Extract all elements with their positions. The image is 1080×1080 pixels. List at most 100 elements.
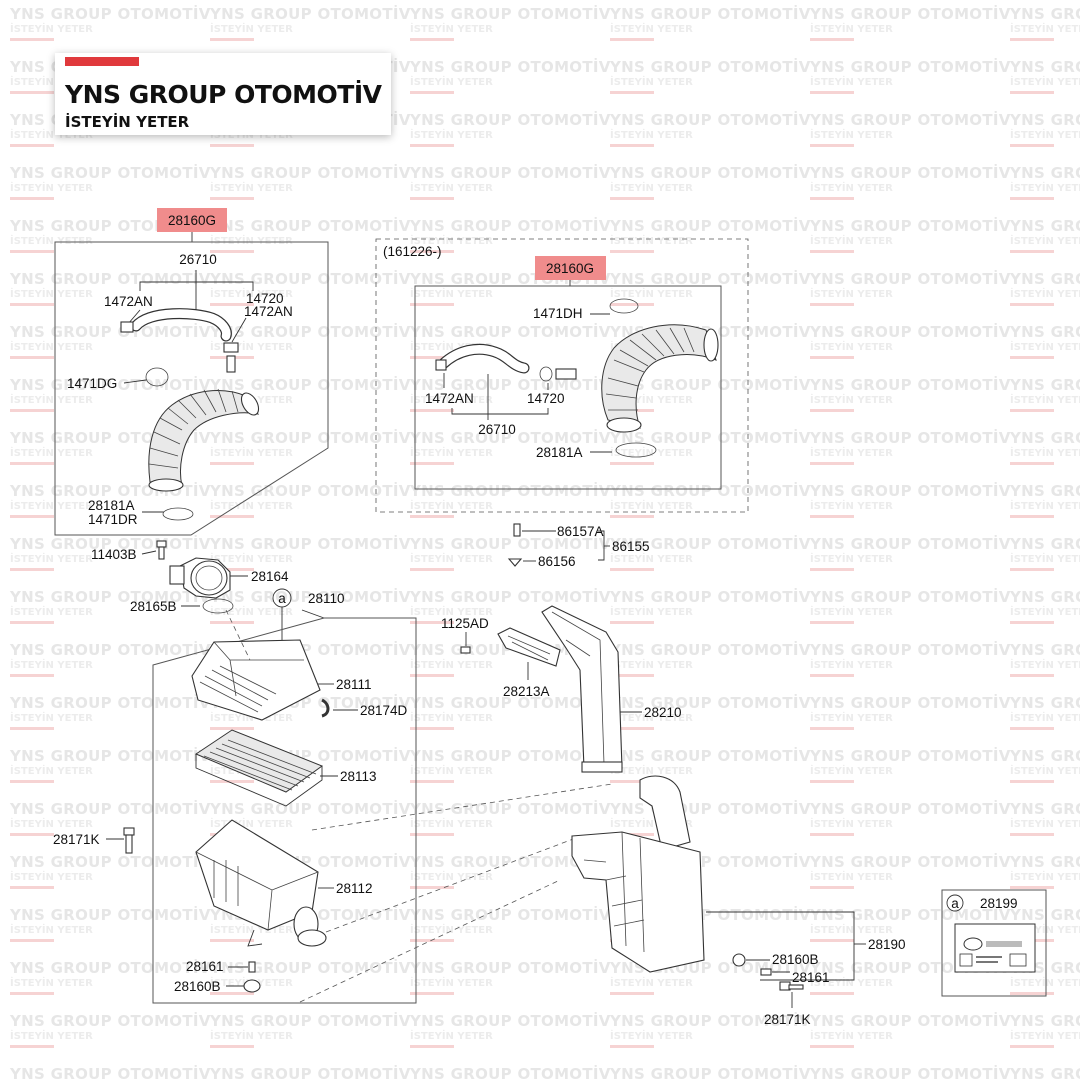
air-filter-element-28113	[194, 729, 324, 807]
watermark-brand: YNS GROUP OTOMOTİV	[1010, 588, 1080, 606]
watermark-tagline: İSTEYİN YETER	[810, 24, 893, 35]
watermark-bar	[10, 780, 54, 783]
watermark-brand: YNS GROUP OTOMOTİV	[610, 588, 811, 606]
right-hose-group: (161226-) 28160G 1471DH 1472AN 14720 267…	[375, 238, 749, 513]
watermark-brand: YNS GROUP OTOMOTİV	[410, 747, 611, 765]
watermark-tagline: İSTEYİN YETER	[410, 819, 493, 830]
watermark-bar	[410, 833, 454, 836]
watermark-tagline: İSTEYİN YETER	[610, 660, 693, 671]
watermark-brand: YNS GROUP OTOMOTİV	[1010, 747, 1080, 765]
watermark-bar	[810, 1045, 854, 1048]
watermark-brand: YNS GROUP OTOMOTİV	[210, 535, 411, 553]
watermark-brand: YNS GROUP OTOMOTİV	[810, 641, 1011, 659]
watermark-tagline: İSTEYİN YETER	[410, 766, 493, 777]
watermark-bar	[810, 250, 854, 253]
variant-dashed-frame	[375, 238, 749, 513]
left-hose-group: 28160G 26710 1472AN 14720 1472AN 1471DG …	[54, 208, 329, 536]
watermark-brand: YNS GROUP OTOMOTİV	[410, 535, 611, 553]
watermark-tagline: İSTEYİN YETER	[1010, 1031, 1080, 1042]
watermark-bar	[410, 515, 454, 518]
watermark-brand: YNS GROUP OTOMOTİV	[610, 1065, 811, 1080]
watermark-bar	[810, 568, 854, 571]
watermark-tagline: İSTEYİN YETER	[10, 1031, 93, 1042]
watermark-bar	[210, 939, 254, 942]
watermark-bar	[210, 38, 254, 41]
watermark-bar	[810, 780, 854, 783]
watermark-brand: YNS GROUP OTOMOTİV	[410, 694, 611, 712]
watermark-bar	[10, 568, 54, 571]
watermark-brand: YNS GROUP OTOMOTİV	[10, 270, 211, 288]
watermark-brand: YNS GROUP OTOMOTİV	[10, 747, 211, 765]
watermark-brand: YNS GROUP OTOMOTİV	[1010, 217, 1080, 235]
watermark-brand: YNS GROUP OTOMOTİV	[10, 959, 211, 977]
label-86156: 86156	[538, 554, 576, 569]
watermark-tagline: İSTEYİN YETER	[10, 342, 93, 353]
watermark-bar	[1010, 833, 1054, 836]
watermark-brand: YNS GROUP OTOMOTİV	[810, 588, 1011, 606]
watermark-tagline: İSTEYİN YETER	[610, 448, 693, 459]
watermark-brand: YNS GROUP OTOMOTİV	[810, 270, 1011, 288]
watermark-tagline: İSTEYİN YETER	[810, 395, 893, 406]
watermark-bar	[410, 992, 454, 995]
watermark-brand: YNS GROUP OTOMOTİV	[1010, 323, 1080, 341]
watermark-tagline: İSTEYİN YETER	[210, 342, 293, 353]
watermark-bar	[610, 91, 654, 94]
watermark-brand: YNS GROUP OTOMOTİV	[410, 1065, 611, 1080]
label-1471DR: 1471DR	[88, 512, 138, 527]
watermark-tagline: İSTEYİN YETER	[210, 448, 293, 459]
watermark-tagline: İSTEYİN YETER	[410, 872, 493, 883]
watermark-tagline: İSTEYİN YETER	[610, 289, 693, 300]
clamp-28181A-right	[615, 442, 657, 458]
watermark-bar	[410, 356, 454, 359]
watermark-brand: YNS GROUP OTOMOTİV	[810, 800, 1011, 818]
watermark-bar	[810, 939, 854, 942]
watermark-bar	[10, 197, 54, 200]
watermark-bar	[210, 462, 254, 465]
bush-28160B-left	[243, 979, 261, 993]
watermark-bar	[810, 992, 854, 995]
watermark-brand: YNS GROUP OTOMOTİV	[1010, 164, 1080, 182]
watermark-bar	[410, 462, 454, 465]
watermark-brand: YNS GROUP OTOMOTİV	[10, 1065, 211, 1080]
watermark-tagline: İSTEYİN YETER	[410, 925, 493, 936]
clip-86156	[507, 558, 523, 567]
watermark-brand: YNS GROUP OTOMOTİV	[210, 323, 411, 341]
sticker-emblem	[963, 937, 983, 951]
watermark-bar	[410, 38, 454, 41]
watermark-brand: YNS GROUP OTOMOTİV	[810, 323, 1011, 341]
watermark-tagline: İSTEYİN YETER	[1010, 872, 1080, 883]
watermark-bar	[10, 833, 54, 836]
watermark-tagline: İSTEYİN YETER	[410, 607, 493, 618]
bracket-28213A	[497, 627, 561, 667]
watermark-bar	[610, 674, 654, 677]
label-28171K-right: 28171K	[764, 1012, 811, 1027]
watermark-tagline: İSTEYİN YETER	[10, 978, 93, 989]
watermark-tagline: İSTEYİN YETER	[1010, 130, 1080, 141]
watermark-bar	[410, 250, 454, 253]
watermark-brand: YNS GROUP OTOMOTİV	[610, 429, 811, 447]
small-clamp-14720-right	[539, 366, 553, 382]
watermark-tagline: İSTEYİN YETER	[1010, 501, 1080, 512]
watermark-brand: YNS GROUP OTOMOTİV	[610, 482, 811, 500]
watermark-bar	[1010, 144, 1054, 147]
label-box-frame	[941, 889, 1047, 997]
watermark-bar	[610, 515, 654, 518]
watermark-bar	[10, 91, 54, 94]
watermark-tagline: İSTEYİN YETER	[410, 236, 493, 247]
watermark-tagline: İSTEYİN YETER	[410, 24, 493, 35]
watermark-brand: YNS GROUP OTOMOTİV	[410, 164, 611, 182]
